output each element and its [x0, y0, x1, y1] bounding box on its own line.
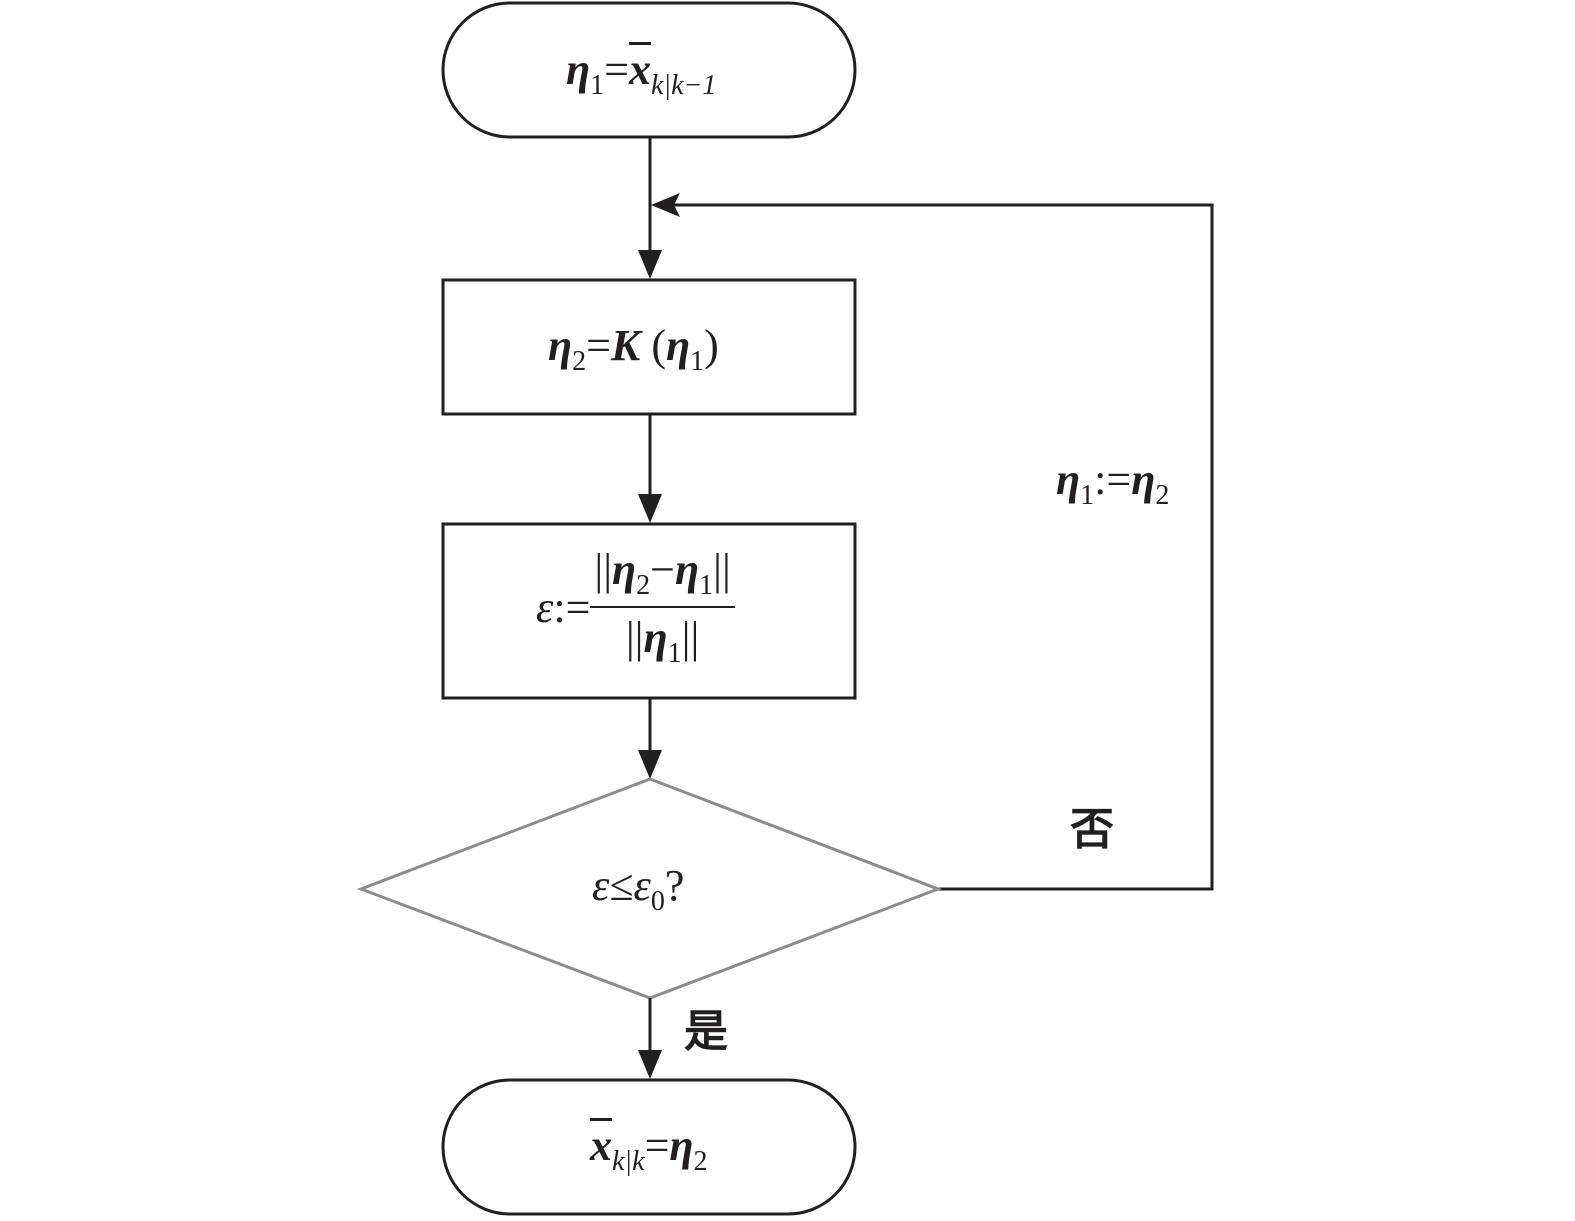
- start-rhs: x: [628, 45, 651, 94]
- end-label: xk|k=η2: [590, 1124, 708, 1176]
- num-b-sub: 1: [699, 570, 714, 601]
- decision-lhs: ε: [592, 861, 610, 910]
- step1-lhs: η: [548, 321, 573, 370]
- den-sub: 1: [667, 638, 682, 669]
- step1-lhs-sub: 2: [572, 346, 587, 377]
- step1-eq: =: [586, 321, 611, 370]
- decision-op: ≤: [609, 861, 634, 910]
- step2-denominator: ||η1||: [590, 608, 734, 668]
- step1-func: K: [610, 321, 641, 370]
- num-a: η: [612, 545, 637, 594]
- arrowhead-down-end: [638, 1050, 662, 1079]
- start-lhs-sub: 1: [590, 70, 605, 101]
- loop-update-label: η1:=η2: [1056, 458, 1169, 510]
- end-rhs-sub: 2: [693, 1146, 708, 1177]
- decision-label: ε≤ε0?: [592, 864, 684, 916]
- arrowhead-down-step1: [638, 250, 662, 279]
- num-bars-open: ||: [594, 545, 613, 594]
- decision-rhs-sub: 0: [650, 886, 665, 917]
- decision-q: ?: [664, 861, 685, 910]
- step2-lhs: ε: [536, 583, 554, 632]
- start-eq: =: [604, 45, 629, 94]
- arrowhead-left-loop: [651, 193, 680, 217]
- start-rhs-sub: k|k−1: [650, 70, 717, 101]
- yes-branch-label: 是: [684, 1006, 728, 1057]
- decision-rhs: ε: [633, 861, 651, 910]
- end-lhs: x: [590, 1121, 612, 1170]
- step1-arg: η: [666, 321, 691, 370]
- num-bars-close: ||: [713, 545, 731, 594]
- loop-eq: :=: [1094, 455, 1132, 504]
- step2-label: ε:= ||η2−η1|| ||η1||: [536, 548, 735, 668]
- no-branch-label: 否: [1070, 804, 1114, 855]
- arrowhead-down-decision: [638, 750, 662, 779]
- step2-fraction: ||η2−η1|| ||η1||: [590, 545, 735, 668]
- num-b: η: [675, 545, 700, 594]
- den-var: η: [643, 613, 668, 662]
- end-terminator: [441, 1078, 857, 1216]
- start-lhs: η: [566, 45, 591, 94]
- step2-eq: :=: [553, 583, 591, 632]
- step1-close: ): [704, 321, 719, 370]
- step1-open: (: [640, 321, 666, 370]
- step1-arg-sub: 1: [690, 346, 705, 377]
- end-eq: =: [644, 1121, 670, 1170]
- loop-lhs-sub: 1: [1080, 480, 1095, 511]
- loop-lhs: η: [1056, 455, 1081, 504]
- loop-rhs: η: [1131, 455, 1156, 504]
- loop-rhs-sub: 2: [1155, 480, 1170, 511]
- step1-label: η2=K (η1): [548, 324, 719, 376]
- start-label: η1=xk|k−1: [566, 48, 716, 100]
- arrowhead-down-step2: [638, 494, 662, 523]
- process-box-step2: [441, 522, 857, 700]
- feedback-loop-line: [668, 203, 1214, 891]
- num-minus: −: [650, 545, 675, 594]
- step2-numerator: ||η2−η1||: [590, 545, 735, 608]
- den-bars-close: ||: [681, 613, 700, 662]
- end-rhs: η: [669, 1121, 694, 1170]
- end-lhs-sub: k|k: [612, 1146, 645, 1177]
- num-a-sub: 2: [636, 570, 651, 601]
- den-bars-open: ||: [625, 613, 644, 662]
